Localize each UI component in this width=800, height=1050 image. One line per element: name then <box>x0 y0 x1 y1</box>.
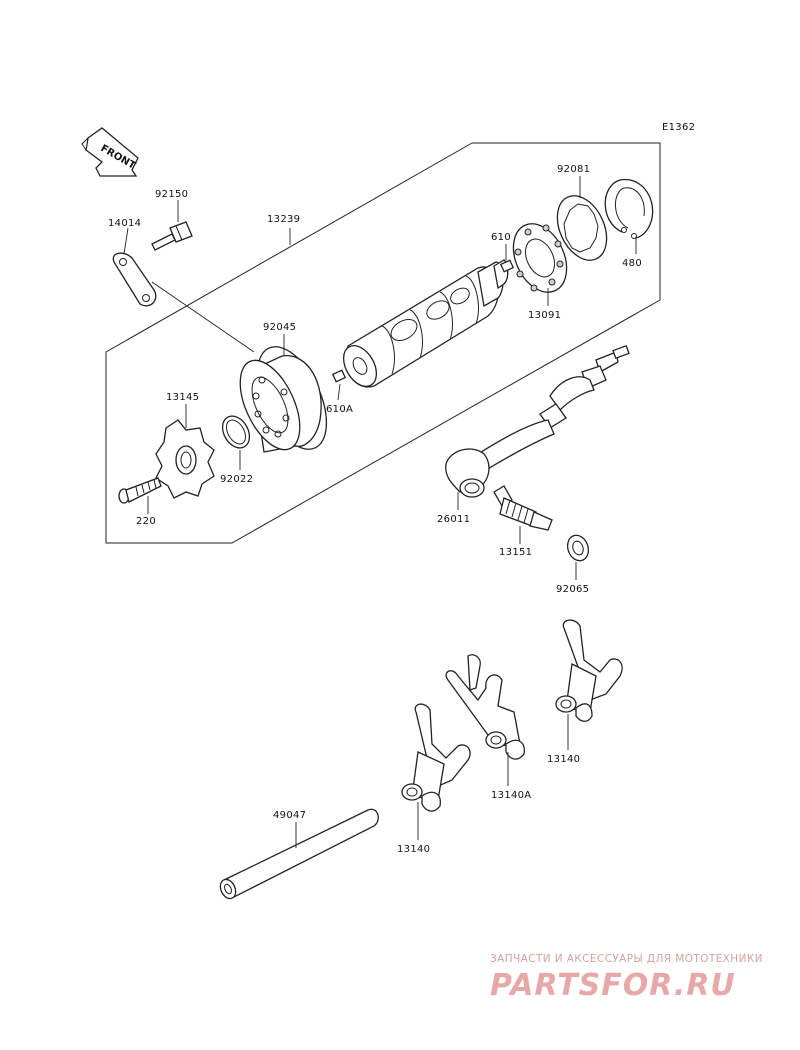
part-13091-plate <box>512 223 568 293</box>
part-92045-bearing <box>239 346 328 453</box>
part-49047-shaft <box>219 808 379 900</box>
label-610: 610 <box>491 232 511 243</box>
label-92150: 92150 <box>155 189 188 200</box>
label-49047: 49047 <box>273 810 306 821</box>
part-13140A-fork <box>445 654 525 760</box>
part-92065-washer <box>566 534 590 562</box>
label-13140A: 13140A <box>491 790 531 801</box>
label-92065: 92065 <box>556 584 589 595</box>
part-14014-plate <box>112 252 157 307</box>
part-610A-pin <box>331 369 347 383</box>
part-92150-bolt <box>151 221 193 251</box>
label-480: 480 <box>622 258 642 269</box>
label-13091: 13091 <box>528 310 561 321</box>
label-26011: 26011 <box>437 514 470 525</box>
label-92081: 92081 <box>557 164 590 175</box>
label-13140-left: 13140 <box>397 844 430 855</box>
part-610-pin <box>499 259 515 273</box>
label-13145: 13145 <box>166 392 199 403</box>
label-220: 220 <box>136 516 156 527</box>
label-13151: 13151 <box>499 547 532 558</box>
part-92081-plate <box>556 195 608 261</box>
label-92045: 92045 <box>263 322 296 333</box>
watermark-tagline: ЗАПЧАСТИ И АКСЕССУАРЫ ДЛЯ МОТОТЕХНИКИ <box>490 953 763 965</box>
diagram-code: E1362 <box>662 122 695 133</box>
label-92022: 92022 <box>220 474 253 485</box>
part-92022-ring <box>221 415 251 449</box>
label-610A: 610A <box>326 404 353 415</box>
label-13140-right: 13140 <box>547 754 580 765</box>
assembly-outline <box>105 142 661 544</box>
watermark-brand: PARTSFOR.RU <box>490 968 736 1003</box>
part-13140-right-fork <box>555 619 623 722</box>
shift-drum <box>342 259 509 388</box>
part-220-screw <box>118 477 162 504</box>
watermark: ЗАПЧАСТИ И АКСЕССУАРЫ ДЛЯ МОТОТЕХНИКИ PA… <box>490 953 763 1003</box>
part-13151-spring <box>493 485 553 531</box>
label-13239: 13239 <box>267 214 300 225</box>
part-13145-star <box>155 419 215 499</box>
part-13140-left-fork <box>401 703 471 812</box>
part-26011-lever <box>445 345 630 498</box>
front-arrow-icon: FRONT <box>81 127 139 177</box>
part-480-circlip <box>604 178 654 239</box>
label-14014: 14014 <box>108 218 141 229</box>
